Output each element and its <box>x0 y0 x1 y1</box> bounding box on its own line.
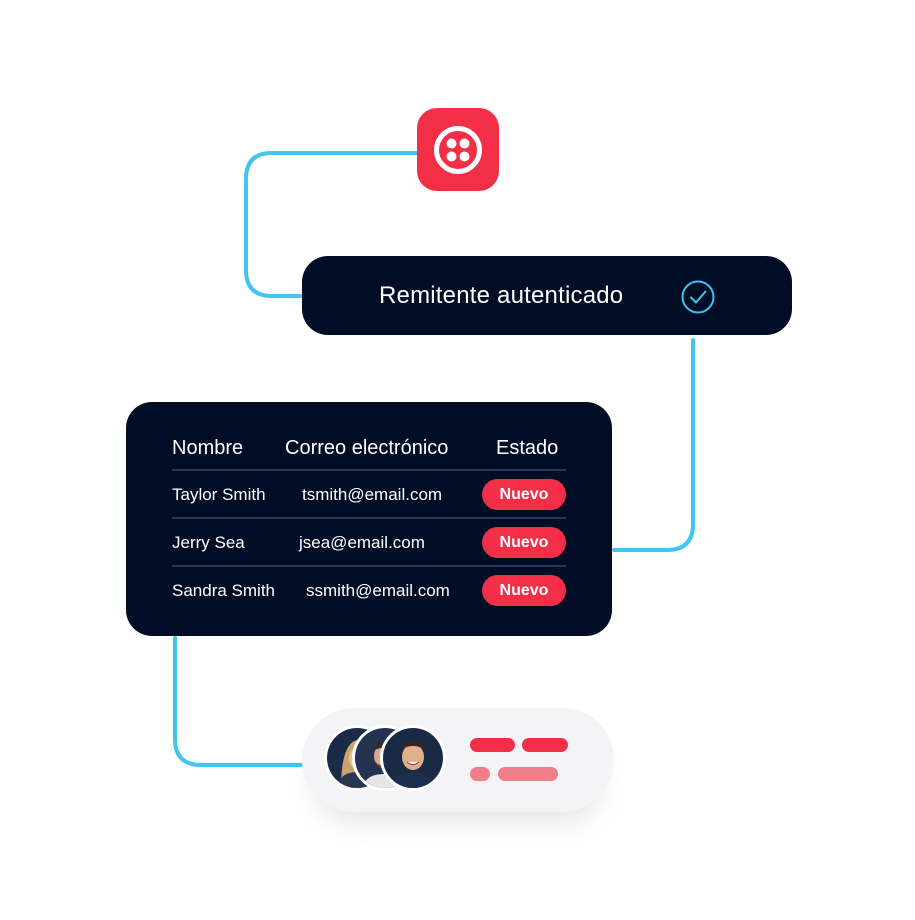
connector-auth-to-table <box>612 338 695 552</box>
row-name: Sandra Smith <box>172 581 275 600</box>
status-badge: Nuevo <box>482 527 566 558</box>
column-header-name: Nombre <box>172 437 244 459</box>
row-name: Jerry Sea <box>172 533 245 552</box>
authenticated-sender-card: Remitente autenticado <box>302 256 792 335</box>
placeholder-bar <box>522 738 568 752</box>
row-email: tsmith@email.com <box>302 485 443 504</box>
placeholder-bar <box>470 738 515 752</box>
row-email: jsea@email.com <box>299 533 425 552</box>
column-header-status: Estado <box>496 437 559 459</box>
authenticated-sender-label: Remitente autenticado <box>379 282 624 309</box>
avatar-man-smiling <box>380 725 446 791</box>
row-name: Taylor Smith <box>172 485 266 504</box>
row-email: ssmith@email.com <box>306 581 450 600</box>
status-badge: Nuevo <box>482 479 566 510</box>
twilio-logo-icon <box>417 108 499 191</box>
placeholder-bar <box>498 767 558 781</box>
column-header-email: Correo electrónico <box>285 437 449 459</box>
table-divider <box>172 565 566 567</box>
contacts-table: Nombre Correo electrónico Estado Taylor … <box>126 402 612 636</box>
status-badge: Nuevo <box>482 575 566 606</box>
table-divider <box>172 469 566 471</box>
connector-table-to-contacts <box>173 636 304 767</box>
table-divider <box>172 517 566 519</box>
placeholder-bar <box>470 767 490 781</box>
contact-group-card <box>302 708 614 812</box>
check-circle-icon <box>681 280 715 314</box>
